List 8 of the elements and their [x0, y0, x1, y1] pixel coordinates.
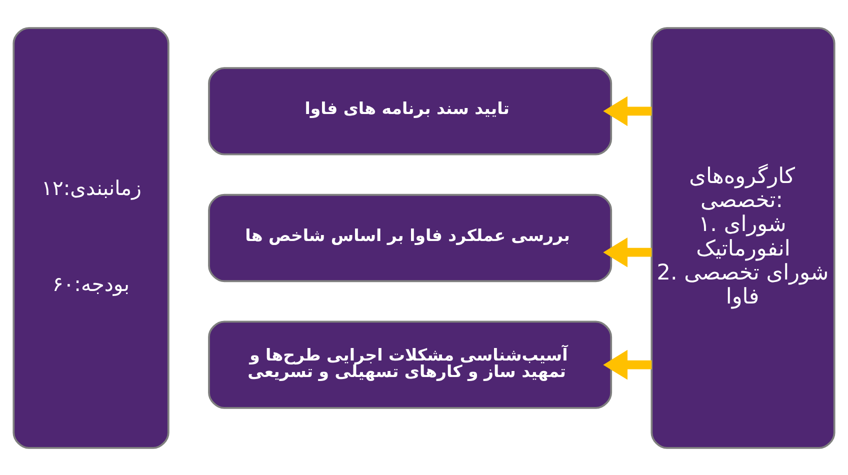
node-box: آسیب‌شناسی مشکلات اجرایی طرح‌ها و تمهید ساز و کارهای تسهیلی و تسریعی: [208, 320, 612, 408]
arrow: [603, 349, 652, 380]
node-box: بررسی عملکرد فاوا بر اساس شاخص ها: [208, 193, 612, 282]
node-box: کارگروه‌های تخصصی: ۱. شورای انفورماتیک 2. شورای تخصصی فاوا: [650, 26, 836, 448]
arrow: [603, 236, 652, 267]
node-box: تایید سند برنامه های فاوا: [208, 66, 612, 155]
node-box: زمانبندی:۱۲ بودجه:۶۰: [12, 26, 170, 448]
arrow: [603, 96, 652, 126]
